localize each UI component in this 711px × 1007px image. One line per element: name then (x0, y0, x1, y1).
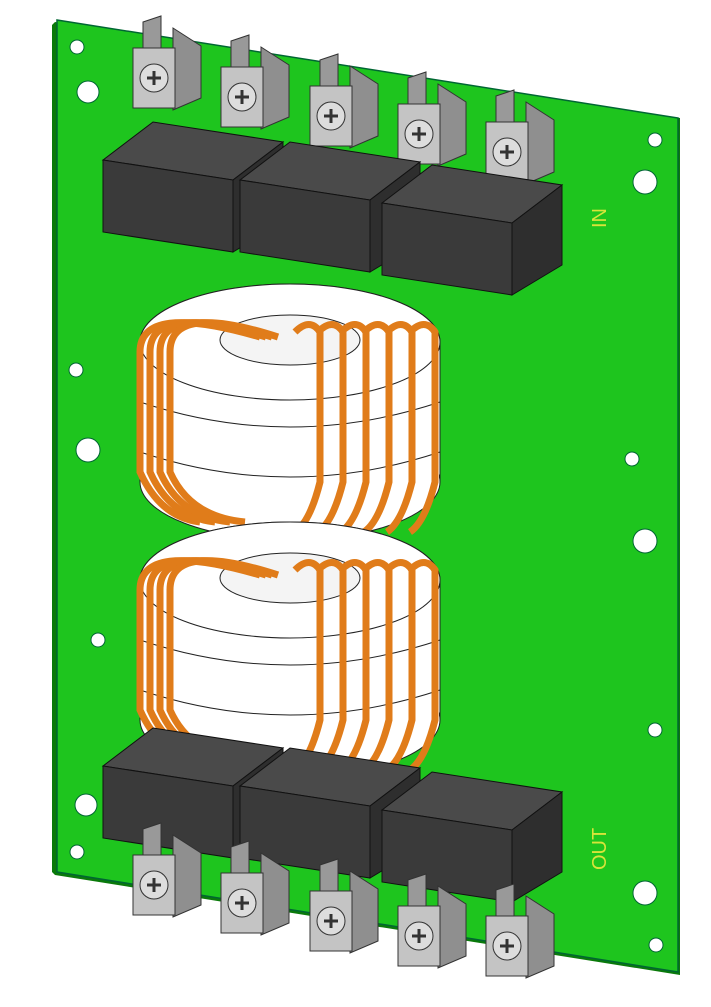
screw-cross-icon (500, 939, 514, 953)
mounting-hole (648, 937, 664, 953)
winding-turn (407, 321, 439, 535)
toroid-chokes (136, 283, 441, 779)
output-label: OUT (589, 828, 611, 870)
screw-cross-icon (412, 929, 426, 943)
mounting-hole (69, 844, 85, 860)
screw-terminal (397, 873, 467, 969)
mounting-hole (74, 793, 98, 817)
mounting-hole (69, 39, 85, 55)
terminal-side (172, 27, 202, 111)
winding-turn (338, 321, 370, 535)
mounting-hole (647, 132, 663, 148)
screw-terminal (309, 53, 379, 149)
block-front (239, 785, 371, 879)
mounting-hole (90, 632, 106, 648)
winding-turn (384, 321, 416, 535)
screw-terminal (397, 71, 467, 167)
input-label: IN (589, 208, 611, 228)
mounting-hole (624, 451, 640, 467)
screw-cross-icon (235, 90, 249, 104)
mounting-hole (647, 722, 663, 738)
block-front (239, 179, 371, 273)
screw-terminal (485, 89, 555, 185)
output-capacitors (101, 727, 564, 903)
mounting-hole (75, 437, 101, 463)
mounting-hole (632, 169, 658, 195)
input-terminals (132, 15, 555, 185)
winding-turn (361, 321, 393, 535)
toroid-hole (219, 552, 361, 604)
screw-terminal (220, 840, 290, 936)
toroid-hole (219, 314, 361, 366)
mounting-hole (632, 880, 658, 906)
winding-turn (315, 321, 347, 535)
block-front (102, 159, 234, 253)
mounting-holes (68, 39, 664, 953)
screw-terminal (220, 34, 290, 130)
screw-cross-icon (412, 127, 426, 141)
screw-terminal (132, 15, 202, 111)
toroid (136, 521, 441, 779)
capacitor-block (380, 164, 564, 296)
mounting-hole (76, 80, 100, 104)
toroid-contour (139, 401, 441, 478)
screw-cross-icon (235, 896, 249, 910)
screw-terminal (132, 822, 202, 918)
input-capacitors (101, 121, 564, 296)
toroid (136, 283, 441, 541)
screw-cross-icon (147, 71, 161, 85)
screw-cross-icon (500, 145, 514, 159)
screw-cross-icon (324, 109, 338, 123)
block-front (381, 202, 513, 296)
toroid-contour (139, 639, 441, 716)
output-terminals (132, 822, 555, 979)
winding-turn (407, 559, 439, 773)
screw-terminal (309, 858, 379, 954)
screw-terminal (485, 883, 555, 979)
mounting-hole (68, 362, 84, 378)
screw-cross-icon (147, 878, 161, 892)
winding-turn (166, 319, 280, 526)
mounting-hole (632, 528, 658, 554)
winding-turn (384, 559, 416, 773)
screw-cross-icon (324, 914, 338, 928)
capacitor-block (380, 771, 564, 903)
